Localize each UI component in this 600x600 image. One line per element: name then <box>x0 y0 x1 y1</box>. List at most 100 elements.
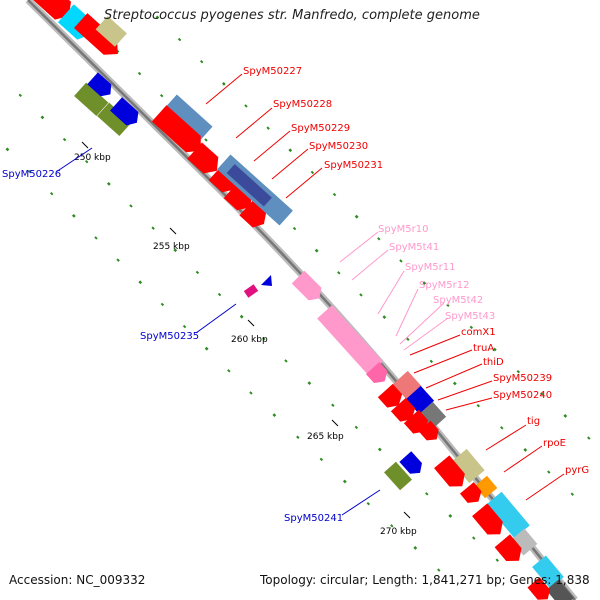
gc-skew-dot <box>155 15 160 20</box>
gene-feature[interactable] <box>403 409 432 438</box>
gc-skew-dot <box>204 346 209 351</box>
gene-feature[interactable] <box>532 555 564 589</box>
gc-skew-dot <box>332 192 337 197</box>
gene-feature[interactable] <box>74 82 109 117</box>
gc-skew-dot <box>116 258 120 262</box>
gc-skew-dot <box>342 479 347 484</box>
gc-skew-dot <box>337 271 341 275</box>
scale-ticks: 250 kbp 255 kbp 260 kbp 265 kbp 270 kbp <box>74 141 417 537</box>
gc-skew-dot <box>199 59 204 64</box>
gc-skew-dot <box>406 337 410 341</box>
rna-feature[interactable] <box>317 305 383 375</box>
gene-feature[interactable] <box>472 503 508 540</box>
rna-feature[interactable] <box>365 362 391 387</box>
gc-skew-dot <box>182 324 187 329</box>
gene-feature[interactable] <box>163 94 213 142</box>
rna-feature[interactable] <box>291 270 326 305</box>
gc-skew-dot <box>310 170 315 175</box>
label-SpyM5t41: SpyM5t41 <box>389 242 439 253</box>
gc-skew-dot <box>446 303 450 307</box>
gc-skew-dot <box>266 126 270 130</box>
gc-skew-dot <box>390 524 394 528</box>
gc-skew-dot <box>262 337 266 341</box>
gene-feature[interactable] <box>434 455 470 492</box>
gene-feature[interactable] <box>527 577 553 600</box>
genome-title: Streptococcus pyogenes str. Manfredo, co… <box>104 8 480 23</box>
gc-skew-dot <box>137 71 142 76</box>
gc-skew-dot <box>239 314 244 319</box>
label-SpyM5r10: SpyM5r10 <box>378 224 428 235</box>
label-SpyM50239: SpyM50239 <box>493 373 552 384</box>
gene-feature[interactable] <box>451 448 485 484</box>
gc-skew-dot <box>366 501 371 506</box>
gene-feature[interactable] <box>390 397 419 426</box>
gc-skew-dot <box>94 236 98 240</box>
gc-skew-dot <box>495 558 499 562</box>
gene-feature[interactable] <box>243 284 259 298</box>
gc-skew-dot <box>40 115 45 120</box>
gc-skew-dot <box>27 169 32 174</box>
tick-260: 260 kbp <box>231 335 268 345</box>
gene-feature[interactable] <box>73 13 125 61</box>
gc-skew-dot <box>138 280 143 285</box>
gene-feature[interactable] <box>110 97 143 129</box>
gc-skew-dot <box>516 369 521 374</box>
gc-skew-dot <box>244 104 248 108</box>
gene-feature[interactable] <box>226 164 272 207</box>
topology-text: Topology: circular; Length: 1,841,271 bp… <box>260 573 590 587</box>
gene-feature[interactable] <box>459 482 485 507</box>
gc-skew-dot <box>195 270 200 275</box>
label-SpyM5r12: SpyM5r12 <box>419 280 469 291</box>
gc-skew-dot <box>84 159 89 164</box>
gc-skew-dot <box>62 137 67 142</box>
tick-265: 265 kbp <box>307 432 344 442</box>
gc-skew-dot <box>476 403 481 408</box>
gc-skew-dot <box>292 226 297 231</box>
gc-skew-dot <box>472 536 476 540</box>
label-SpyM50228: SpyM50228 <box>273 99 332 110</box>
gene-feature[interactable] <box>151 105 208 159</box>
gc-skew-dot <box>151 226 155 230</box>
gc-skew-dot <box>71 213 76 218</box>
label-rpoE: rpoE <box>543 438 566 449</box>
label-truA: truA <box>473 343 494 354</box>
gene-feature[interactable] <box>510 528 538 556</box>
gc-skew-dot <box>296 435 300 439</box>
gc-skew-dot <box>540 392 544 396</box>
gc-skew-dot <box>221 81 226 86</box>
accession-text: Accession: NC_009332 <box>9 573 146 587</box>
gene-feature[interactable] <box>399 451 426 478</box>
gc-skew-dot <box>217 292 222 297</box>
gene-feature[interactable] <box>26 0 77 25</box>
gc-skew-dot <box>249 391 253 395</box>
gene-feature[interactable] <box>384 461 412 491</box>
gene-feature[interactable] <box>261 275 272 286</box>
gene-feature[interactable] <box>187 142 224 178</box>
gc-skew-dot <box>288 148 293 153</box>
gene-feature[interactable] <box>95 15 127 47</box>
label-SpyM50229: SpyM50229 <box>291 123 350 134</box>
gc-skew-dot <box>204 138 208 142</box>
gc-skew-dot <box>425 492 429 496</box>
gene-feature[interactable] <box>546 579 574 600</box>
label-leaders <box>55 73 565 516</box>
gc-skew-dot <box>500 426 504 430</box>
gene-feature[interactable] <box>494 534 527 567</box>
gc-skew-dot <box>492 347 497 352</box>
gc-skew-dot <box>570 492 574 496</box>
gc-skew-dot <box>331 403 335 407</box>
label-SpyM50241: SpyM50241 <box>284 513 343 524</box>
gene-feature[interactable] <box>377 383 406 412</box>
gc-skew-dot <box>159 93 164 98</box>
gc-skew-dot <box>319 457 324 462</box>
label-SpyM50226: SpyM50226 <box>2 169 61 180</box>
gene-feature[interactable] <box>97 102 132 137</box>
gc-skew-dot <box>227 369 231 373</box>
gene-feature[interactable] <box>418 420 443 445</box>
gc-skew-dot <box>354 425 359 430</box>
gene-feature[interactable] <box>486 491 530 539</box>
gc-skew-dot <box>547 470 551 474</box>
gc-skew-dot <box>413 546 418 550</box>
gene-feature[interactable] <box>87 72 116 100</box>
label-SpyM50230: SpyM50230 <box>309 141 368 152</box>
